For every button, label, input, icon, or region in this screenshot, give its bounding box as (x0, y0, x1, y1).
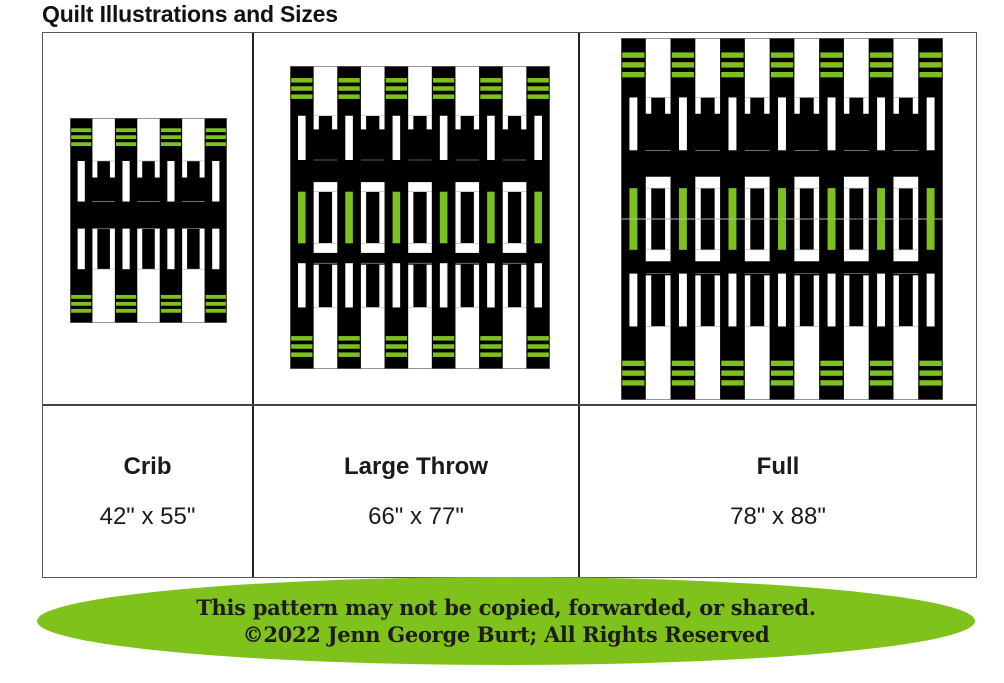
size-dimensions: 42" x 55" (99, 503, 196, 530)
size-name: Crib (123, 453, 172, 480)
column-divider (578, 33, 580, 577)
copyright-banner: This pattern may not be copied, forwarde… (36, 576, 976, 666)
column-divider (252, 33, 254, 577)
copyright-owner: ©2022 Jenn George Burt; All Rights Reser… (242, 622, 770, 647)
large-throw-quilt-illustration (290, 66, 550, 369)
full-quilt-illustration (621, 38, 943, 400)
row-divider (43, 404, 976, 406)
quilt-sizes-table: Crib 42" x 55" Large Throw 66" x 77" Ful… (42, 32, 977, 578)
size-name: Large Throw (343, 453, 488, 480)
copyright-notice: This pattern may not be copied, forwarde… (196, 595, 816, 620)
size-dimensions: 66" x 77" (368, 503, 464, 530)
size-dimensions: 78" x 88" (730, 503, 826, 530)
crib-quilt-illustration (70, 118, 227, 323)
green-ellipse-shape (37, 577, 975, 665)
size-cell-full: Full 78" x 88" (580, 406, 976, 577)
page-title: Quilt Illustrations and Sizes (42, 1, 338, 27)
size-name: Full (756, 453, 800, 480)
size-cell-large-throw: Large Throw 66" x 77" (254, 406, 578, 577)
size-cell-crib: Crib 42" x 55" (43, 406, 252, 577)
